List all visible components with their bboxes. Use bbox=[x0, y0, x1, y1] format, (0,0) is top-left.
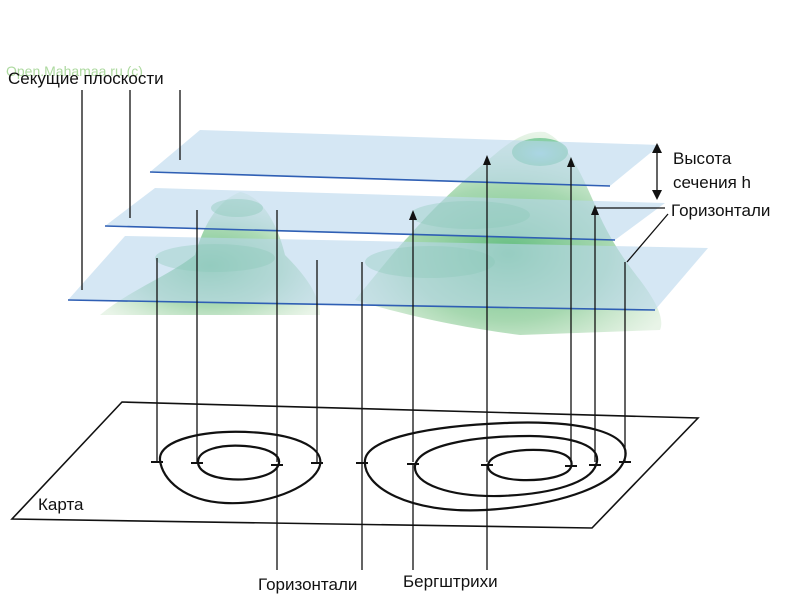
mountain-outer-contour bbox=[363, 421, 627, 512]
plane-top-edge bbox=[149, 171, 611, 187]
map-sheet bbox=[10, 401, 700, 529]
contours-bottom-label: Горизонтали bbox=[258, 575, 357, 594]
cutting-planes bbox=[67, 130, 708, 311]
projection-lines bbox=[156, 160, 626, 462]
map-contours bbox=[158, 421, 627, 512]
cutting-planes-label: Секущие плоскости bbox=[8, 69, 164, 88]
plane-middle-edge bbox=[104, 225, 616, 241]
section-height-label: Высота bbox=[673, 149, 732, 168]
hachures bbox=[151, 461, 631, 467]
section-height-arrow bbox=[652, 143, 662, 200]
plane-middle bbox=[105, 188, 665, 240]
hachures-label: Бергштрихи bbox=[403, 572, 498, 591]
mountain-inner-contour bbox=[486, 448, 573, 482]
plane-top bbox=[150, 130, 660, 186]
leader-lines bbox=[81, 90, 669, 570]
contours-right-label: Горизонтали bbox=[671, 201, 770, 220]
watermark: Open.Mahamaa.ru (c) bbox=[6, 63, 143, 79]
projection-arrowheads bbox=[409, 155, 599, 220]
small-hill-outer-contour bbox=[158, 430, 322, 505]
small-hill-inner-contour bbox=[196, 444, 281, 481]
section-height-label-2: сечения h bbox=[673, 173, 751, 192]
map-label: Карта bbox=[38, 495, 84, 514]
plane-bottom bbox=[68, 236, 708, 310]
